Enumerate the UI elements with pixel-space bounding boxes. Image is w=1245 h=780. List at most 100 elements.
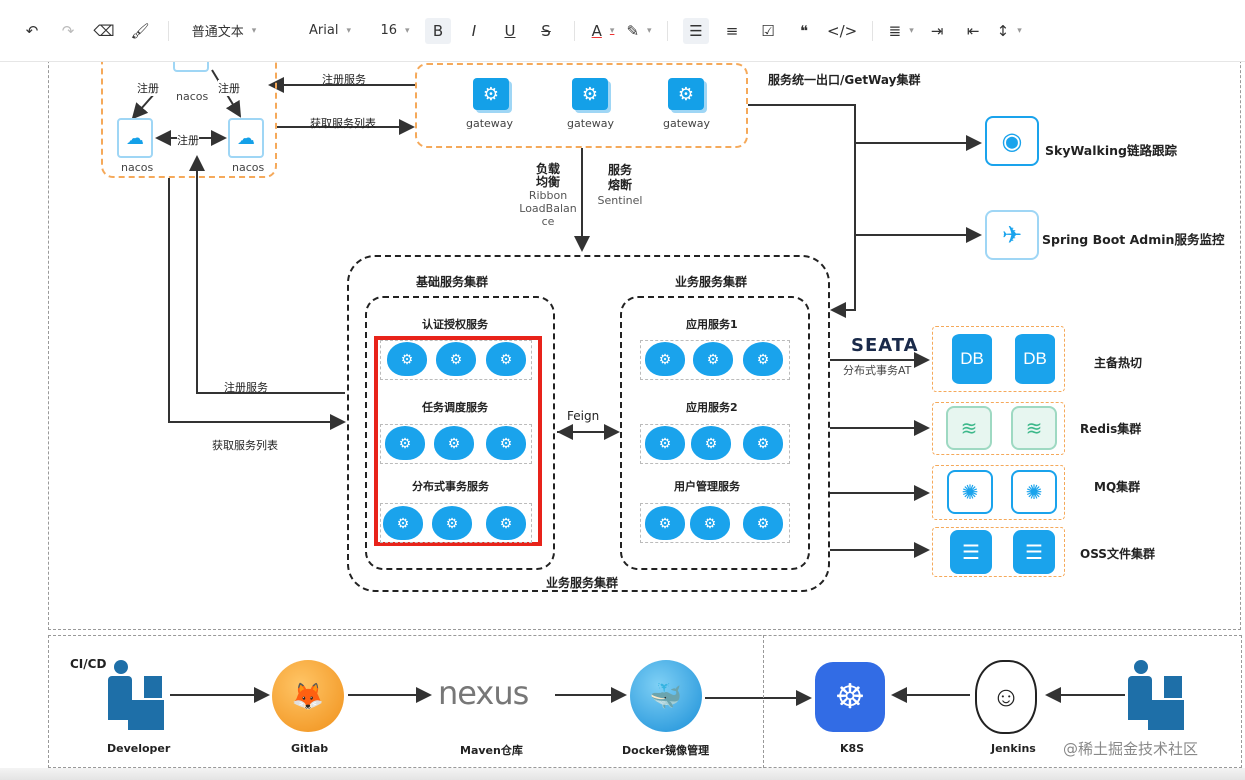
nacos-node-icon: ☁	[117, 118, 153, 158]
underline-icon[interactable]: U	[504, 21, 516, 40]
skywalking-label: SkyWalking链路跟踪	[1045, 143, 1177, 158]
gitlab-icon: 🦊	[272, 660, 344, 732]
font-color-icon[interactable]: A	[590, 18, 616, 44]
redis-label: Redis集群	[1080, 422, 1142, 436]
seata-label: 分布式事务AT	[843, 364, 912, 377]
eraser-icon[interactable]: ⌫	[93, 21, 115, 40]
cloud-service-icon: ⚙	[486, 342, 526, 376]
cloud-service-icon: ⚙	[385, 426, 425, 460]
register-label: 注册	[177, 132, 199, 148]
spring-boot-admin-icon: ✈	[985, 210, 1039, 260]
service-instances	[380, 424, 532, 464]
cloud-service-icon: ⚙	[383, 506, 423, 540]
seata-logo: SEATA	[851, 335, 919, 356]
gateway-label: gateway	[567, 117, 615, 130]
cicd-box	[48, 635, 1242, 768]
bold-icon[interactable]: B	[425, 17, 451, 44]
code-icon[interactable]: </>	[827, 21, 858, 40]
page-bottom-shadow	[0, 768, 1245, 780]
gitlab-label: Gitlab	[291, 742, 329, 755]
indent-icon[interactable]: ⇥	[930, 21, 944, 40]
font-size-select[interactable]: 16	[375, 18, 415, 44]
italic-icon[interactable]: I	[471, 21, 477, 40]
service-label: 分布式事务服务	[412, 480, 489, 493]
paragraph-style-select[interactable]: 普通文本	[184, 18, 264, 44]
skywalking-icon: ◉	[985, 116, 1039, 166]
biz-services-box	[620, 296, 810, 570]
diagram-frame	[48, 40, 1241, 630]
docker-icon: 🐳	[630, 660, 702, 732]
redis-icon: ≋	[1011, 406, 1057, 450]
redis-icon: ≋	[946, 406, 992, 450]
service-label: 认证授权服务	[422, 318, 488, 331]
cicd-divider	[763, 635, 764, 768]
quote-icon[interactable]: ❝	[799, 21, 809, 40]
cloud-service-icon: ⚙	[434, 426, 474, 460]
cicd-title: CI/CD	[70, 657, 107, 671]
checkbox-icon[interactable]: ☑	[761, 21, 775, 40]
font-select[interactable]: Arial	[295, 18, 365, 44]
gateway-label: gateway	[466, 117, 514, 130]
file-icon: ☰	[950, 530, 992, 574]
feign-label: Feign	[567, 409, 600, 423]
service-label: 任务调度服务	[422, 401, 488, 414]
mq-icon: ✺	[947, 470, 993, 514]
redo-icon[interactable]: ↷	[61, 21, 75, 40]
k8s-label: K8S	[840, 742, 865, 755]
oss-label: OSS文件集群	[1080, 547, 1155, 561]
docker-label: Docker镜像管理	[622, 744, 710, 757]
jenkins-icon: ☺	[975, 660, 1037, 734]
bullet-list-icon[interactable]: ☰	[683, 17, 709, 44]
service-cluster	[347, 255, 830, 592]
nacos-node-icon: ☁	[228, 118, 264, 158]
gateway-gear-icon: ⚙	[473, 78, 509, 110]
undo-icon[interactable]: ↶	[25, 21, 39, 40]
highlight-icon[interactable]: ✎	[626, 18, 652, 44]
register-service-label: 注册服务	[322, 73, 366, 86]
fetch-list-label: 获取服务列表	[310, 117, 376, 130]
gateway-label: gateway	[663, 117, 711, 130]
cloud-service-icon: ⚙	[645, 342, 685, 376]
register-label: 注册	[218, 80, 240, 96]
k8s-icon: ☸	[815, 662, 885, 732]
cloud-service-icon: ⚙	[743, 506, 783, 540]
base-services-box	[365, 296, 555, 570]
cloud-service-icon: ⚙	[387, 342, 427, 376]
mq-icon: ✺	[1011, 470, 1057, 514]
db-icon: DB	[1015, 334, 1055, 384]
align-icon[interactable]: ≣	[888, 18, 914, 44]
register-service-label: 注册服务	[224, 381, 268, 394]
service-label: 用户管理服务	[674, 480, 740, 493]
format-painter-icon[interactable]: 🖌	[130, 21, 150, 40]
nacos-cluster	[101, 40, 277, 178]
watermark: @稀土掘金技术社区	[1063, 740, 1199, 758]
file-icon: ☰	[1013, 530, 1055, 574]
db-cluster	[932, 326, 1065, 392]
oss-cluster	[932, 527, 1065, 577]
cloud-service-icon: ⚙	[690, 506, 730, 540]
outdent-icon[interactable]: ⇤	[966, 21, 980, 40]
fetch-list-label: 获取服务列表	[212, 439, 278, 452]
cloud-service-icon: ⚙	[645, 426, 685, 460]
line-height-icon[interactable]: ↕	[996, 18, 1022, 44]
operator-icon	[1128, 660, 1188, 732]
service-instances	[640, 503, 790, 543]
service-instances	[640, 340, 790, 380]
cloud-service-icon: ⚙	[743, 342, 783, 376]
nacos-label: nacos	[176, 90, 209, 103]
service-instances	[640, 424, 790, 464]
developer-icon	[108, 660, 168, 732]
service-instances	[380, 503, 532, 543]
db-label: 主备热切	[1094, 356, 1143, 370]
service-label: 应用服务2	[686, 401, 738, 414]
cloud-service-icon: ⚙	[486, 506, 526, 540]
strikethrough-icon[interactable]: S	[541, 21, 551, 40]
cloud-service-icon: ⚙	[691, 426, 731, 460]
nacos-label: nacos	[232, 161, 265, 174]
ordered-list-icon[interactable]: ≡	[725, 21, 739, 40]
maven-label: Maven仓库	[460, 744, 523, 757]
cloud-service-icon: ⚙	[743, 426, 783, 460]
gateway-cluster	[415, 63, 748, 148]
